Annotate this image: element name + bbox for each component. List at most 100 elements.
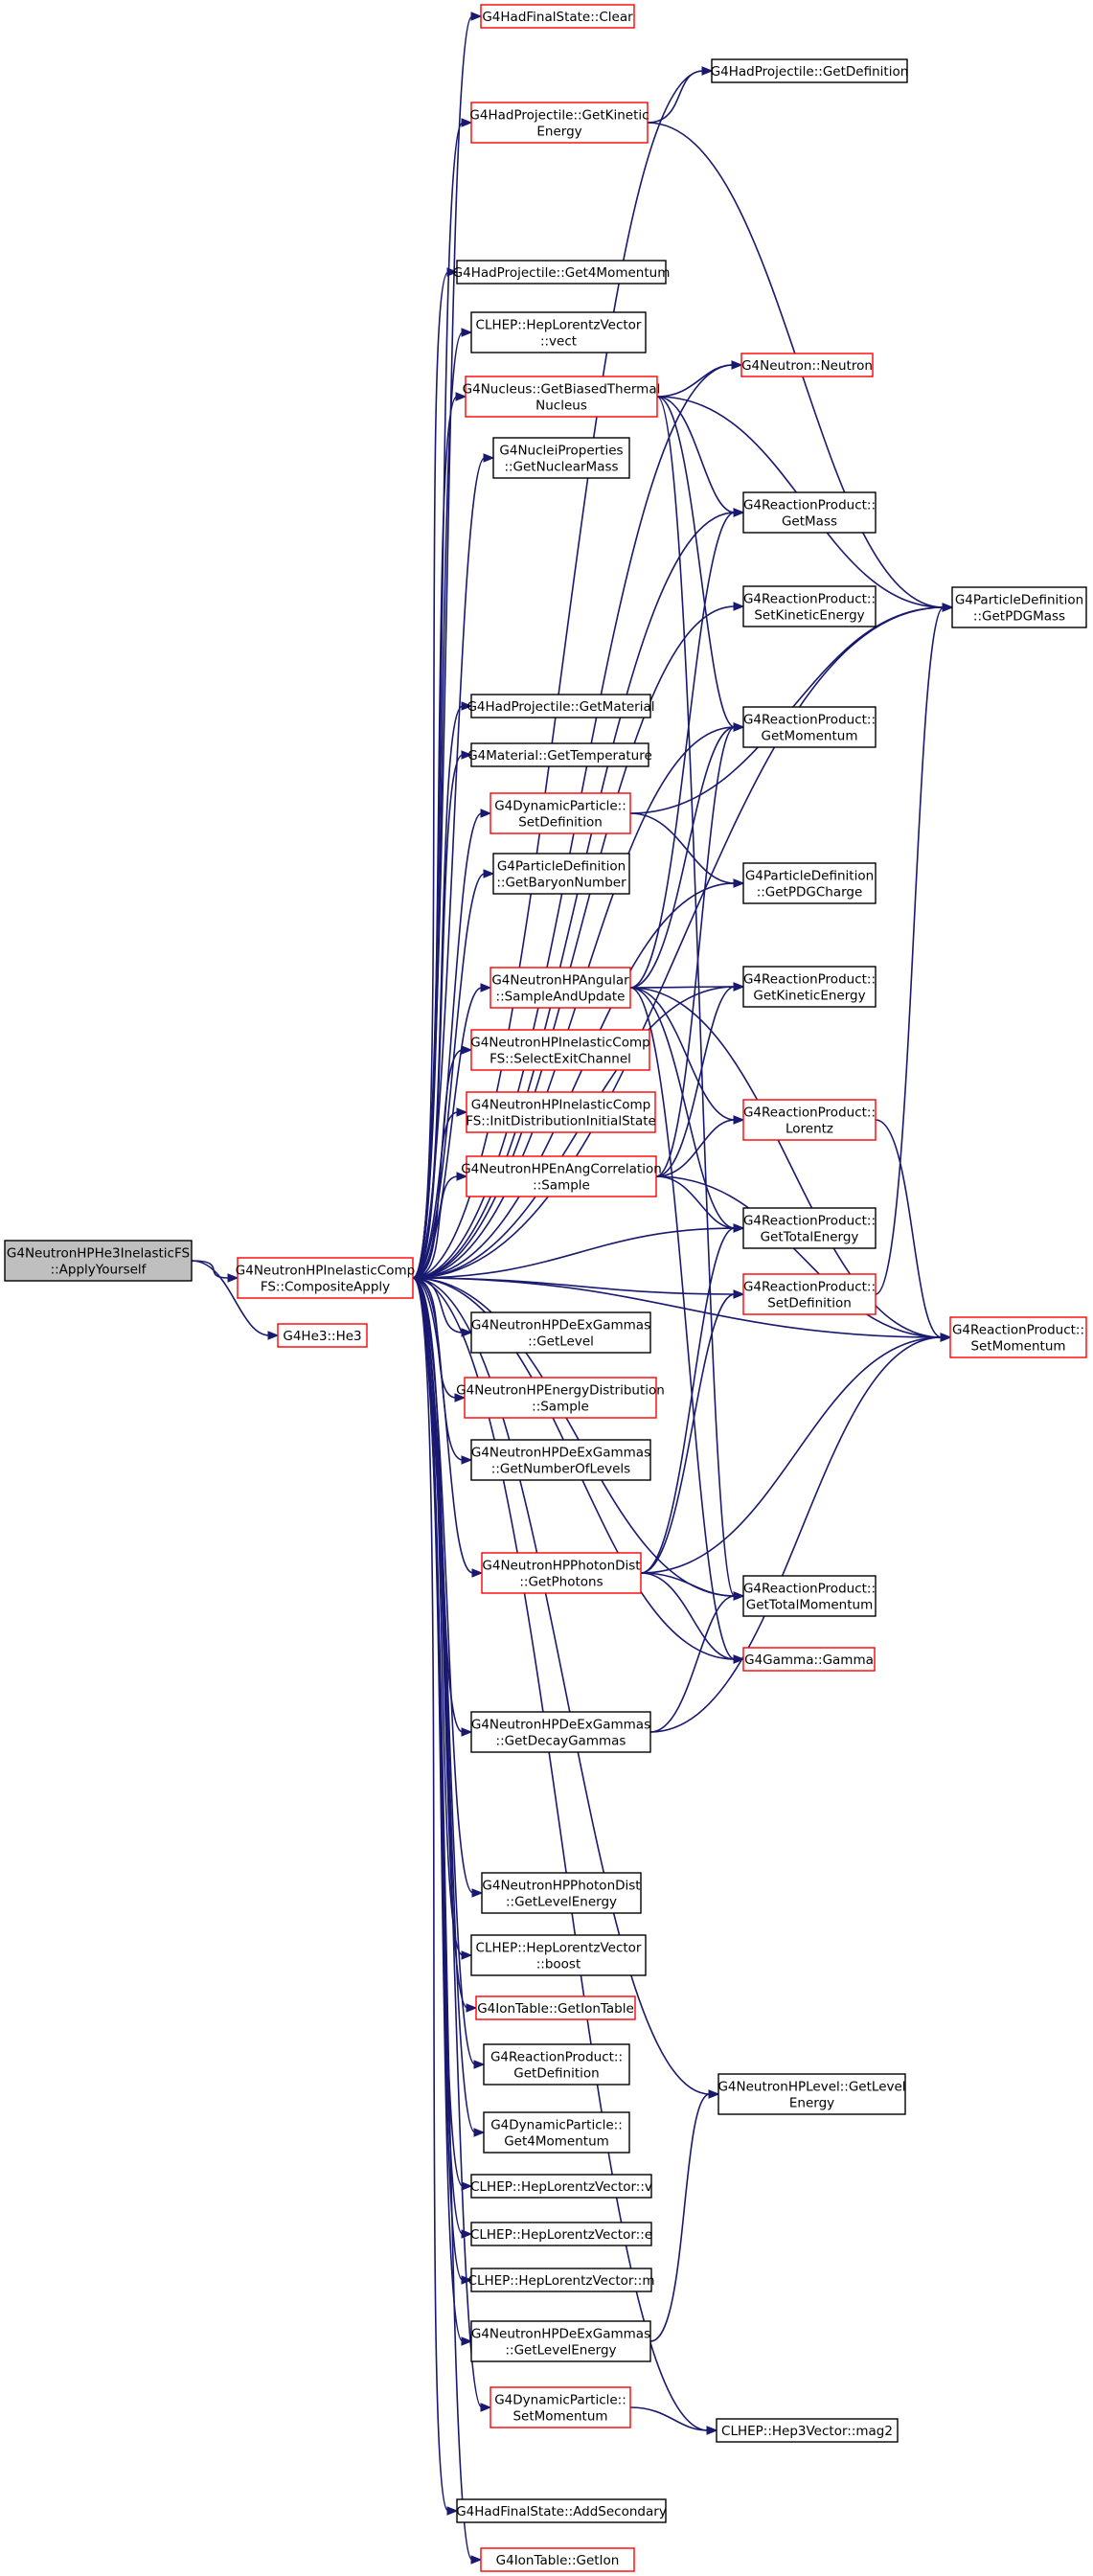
node-dex_decaygammas[interactable]: G4NeutronHPDeExGammas::GetDecayGammas [470,1711,651,1753]
node-photondist_getphotons[interactable]: G4NeutronHPPhotonDist::GetPhotons [481,1552,642,1594]
node-dp_setmomentum[interactable]: G4DynamicParticle::SetMomentum [490,2386,631,2428]
node-getiontable[interactable]: G4IonTable::GetIonTable [475,1995,636,2020]
node-label: G4NeutronHPDeExGammas [471,1446,650,1461]
edge-compositeapply-to-photondist_levelenergy [412,1277,474,1894]
arrowhead-getkineticenergy_proj-to-getdefinition [701,66,714,76]
node-box [470,311,647,353]
node-sampleandupdate[interactable]: G4NeutronHPAngular::SampleAndUpdate [490,967,631,1009]
node-photondist_levelenergy[interactable]: G4NeutronHPPhotonDist::GetLevelEnergy [481,1872,642,1914]
node-box [742,1647,876,1672]
node-box [951,586,1087,628]
arrowhead-dp_setdefinition-to-pdgcharge [733,878,745,888]
node-rp_getmomentum[interactable]: G4ReactionProduct::GetMomentum [742,706,877,748]
node-pdgcharge[interactable]: G4ParticleDefinition::GetPDGCharge [742,862,877,904]
edge-compositeapply-to-level_getlevelenergy [412,1277,711,2095]
node-rp_getdefinition[interactable]: G4ReactionProduct::GetDefinition [483,2043,630,2086]
node-label: ::GetDecayGammas [496,1734,626,1749]
edge-compositeapply-to-rp_gettotalenergy [412,1227,736,1279]
edge-photondist_getphotons-to-rp_gettotalmomentum [640,1572,736,1597]
node-gamma[interactable]: G4Gamma::Gamma [742,1647,876,1672]
edge-compositeapply-to-dp_setdefinition [412,812,483,1279]
arrowhead-compositeapply-to-getkineticenergy_proj [461,118,473,127]
node-label: G4NeutronHPPhotonDist [482,1559,640,1574]
node-box [481,1552,642,1594]
nodes-layer: G4NeutronHPHe3InelasticFS::ApplyYourself… [4,4,1087,2572]
node-label: GetMass [782,514,837,530]
node-lv_v[interactable]: CLHEP::HepLorentzVector::v [470,2174,652,2199]
node-getkineticenergy_proj[interactable]: G4HadProjectile::GetKineticEnergy [469,102,649,144]
node-gettemperature[interactable]: G4Material::GetTemperature [467,742,652,767]
node-label: G4HadFinalState::Clear [482,10,633,25]
node-label: G4DynamicParticle:: [494,799,626,814]
edge-encorr_sample-to-rp_gettotalenergy [655,1175,736,1229]
node-rp_getkinetic[interactable]: G4ReactionProduct::GetKineticEnergy [742,966,877,1008]
node-rp_setkinetic[interactable]: G4ReactionProduct::SetKineticEnergy [742,585,877,627]
node-lv_m[interactable]: CLHEP::HepLorentzVector::m [468,2268,655,2292]
edge-encorr_sample-to-rp_getmomentum [655,726,736,1177]
node-label: G4ReactionProduct:: [743,1214,876,1229]
node-energydist_sample[interactable]: G4NeutronHPEnergyDistribution::Sample [456,1377,665,1419]
arrowhead-compositeapply-to-vect [461,328,473,337]
node-label: ::GetLevelEnergy [506,1895,617,1910]
node-getdefinition[interactable]: G4HadProjectile::GetDefinition [711,58,909,83]
node-label: CLHEP::HepLorentzVector::e [470,2227,652,2243]
node-dex_numlevels[interactable]: G4NeutronHPDeExGammas::GetNumberOfLevels [470,1439,651,1481]
node-label: ::GetNumberOfLevels [491,1462,630,1477]
node-rp_gettotalenergy[interactable]: G4ReactionProduct::GetTotalEnergy [742,1207,877,1249]
node-rp_setmomentum[interactable]: G4ReactionProduct::SetMomentum [949,1316,1087,1358]
node-box [470,1711,651,1753]
node-rp_gettotalmomentum[interactable]: G4ReactionProduct::GetTotalMomentum [742,1575,877,1617]
node-label: G4ParticleDefinition [497,859,626,875]
node-label: G4HadProjectile::Get4Momentum [453,265,671,281]
arrowhead-photondist_getphotons-to-rp_setdefinition [733,1289,745,1299]
node-label: ::boost [536,1957,581,1972]
node-lv_e[interactable]: CLHEP::HepLorentzVector::e [470,2222,652,2246]
node-label: Get4Momentum [504,2134,609,2150]
node-level_getlevelenergy[interactable]: G4NeutronHPLevel::GetLevelEnergy [717,2073,906,2115]
node-label: SetMomentum [970,1339,1065,1355]
node-addsecondary[interactable]: G4HadFinalState::AddSecondary [456,2498,667,2523]
node-root[interactable]: G4NeutronHPHe3InelasticFS::ApplyYourself [4,1240,193,1282]
node-label: ::SampleAndUpdate [496,990,626,1005]
node-getmaterial[interactable]: G4HadProjectile::GetMaterial [467,694,655,718]
node-label: G4ReactionProduct:: [743,713,876,728]
edge-sampleandupdate-to-rp_gettotalenergy [629,987,736,1229]
node-rp_lorentz[interactable]: G4ReactionProduct::Lorentz [742,1099,877,1141]
node-dex_levelenergy[interactable]: G4NeutronHPDeExGammas::GetLevelEnergy [470,2320,651,2362]
node-get4momentum_proj[interactable]: G4HadProjectile::Get4Momentum [453,260,671,285]
node-selectexit[interactable]: G4NeutronHPInelasticCompFS::SelectExitCh… [470,1029,650,1071]
node-rp_setdefinition[interactable]: G4ReactionProduct::SetDefinition [742,1273,877,1315]
edge-compositeapply-to-encorr_sample [412,1175,459,1279]
edge-compositeapply-to-getdefinition [412,70,704,1279]
node-pd_getpdgmass[interactable]: G4ParticleDefinition::GetPDGMass [951,586,1087,628]
arrowhead-photondist_getphotons-to-rp_gettotalenergy [733,1223,745,1233]
edge-biasedthermal-to-neutron [656,364,734,398]
node-mag2[interactable]: CLHEP::Hep3Vector::mag2 [716,2418,899,2443]
node-compositeapply[interactable]: G4NeutronHPInelasticCompFS::CompositeApp… [236,1257,415,1299]
node-neutron[interactable]: G4Neutron::Neutron [740,353,874,377]
node-label: G4NeutronHPPhotonDist [482,1879,640,1894]
node-nuclearmass[interactable]: G4NucleiProperties::GetNuclearMass [492,437,630,479]
node-box [742,1273,877,1315]
node-boost[interactable]: CLHEP::HepLorentzVector::boost [470,1934,647,1976]
node-box [470,694,651,718]
node-getion[interactable]: G4IonTable::GetIon [480,2547,635,2572]
node-he3[interactable]: G4He3::He3 [277,1323,368,1348]
node-label: G4NeutronHPDeExGammas [471,1318,650,1334]
node-rp_getmass[interactable]: G4ReactionProduct::GetMass [742,491,877,534]
node-box [717,2073,906,2115]
node-encorr_sample[interactable]: G4NeutronHPEnAngCorrelation::Sample [461,1155,662,1197]
node-dex_getlevel[interactable]: G4NeutronHPDeExGammas::GetLevel [470,1311,651,1354]
arrowhead-photondist_getphotons-to-gamma [733,1654,745,1664]
arrowhead-dex_decaygammas-to-rp_gettotalmomentum [733,1591,745,1601]
node-initdist[interactable]: G4NeutronHPInelasticCompFS::InitDistribu… [466,1091,656,1133]
node-dp_setdefinition[interactable]: G4DynamicParticle::SetDefinition [490,792,631,834]
arrowhead-compositeapply-to-dp_setmomentum [480,2403,492,2412]
node-dp_get4momentum[interactable]: G4DynamicParticle::Get4Momentum [483,2111,630,2154]
arrowhead-compositeapply-to-get4momentum_proj [446,267,459,277]
node-clear[interactable]: G4HadFinalState::Clear [480,4,635,29]
node-vect[interactable]: CLHEP::HepLorentzVector::vect [470,311,647,353]
node-baryonnumber[interactable]: G4ParticleDefinition::GetBaryonNumber [492,853,630,895]
node-box [483,2111,630,2154]
